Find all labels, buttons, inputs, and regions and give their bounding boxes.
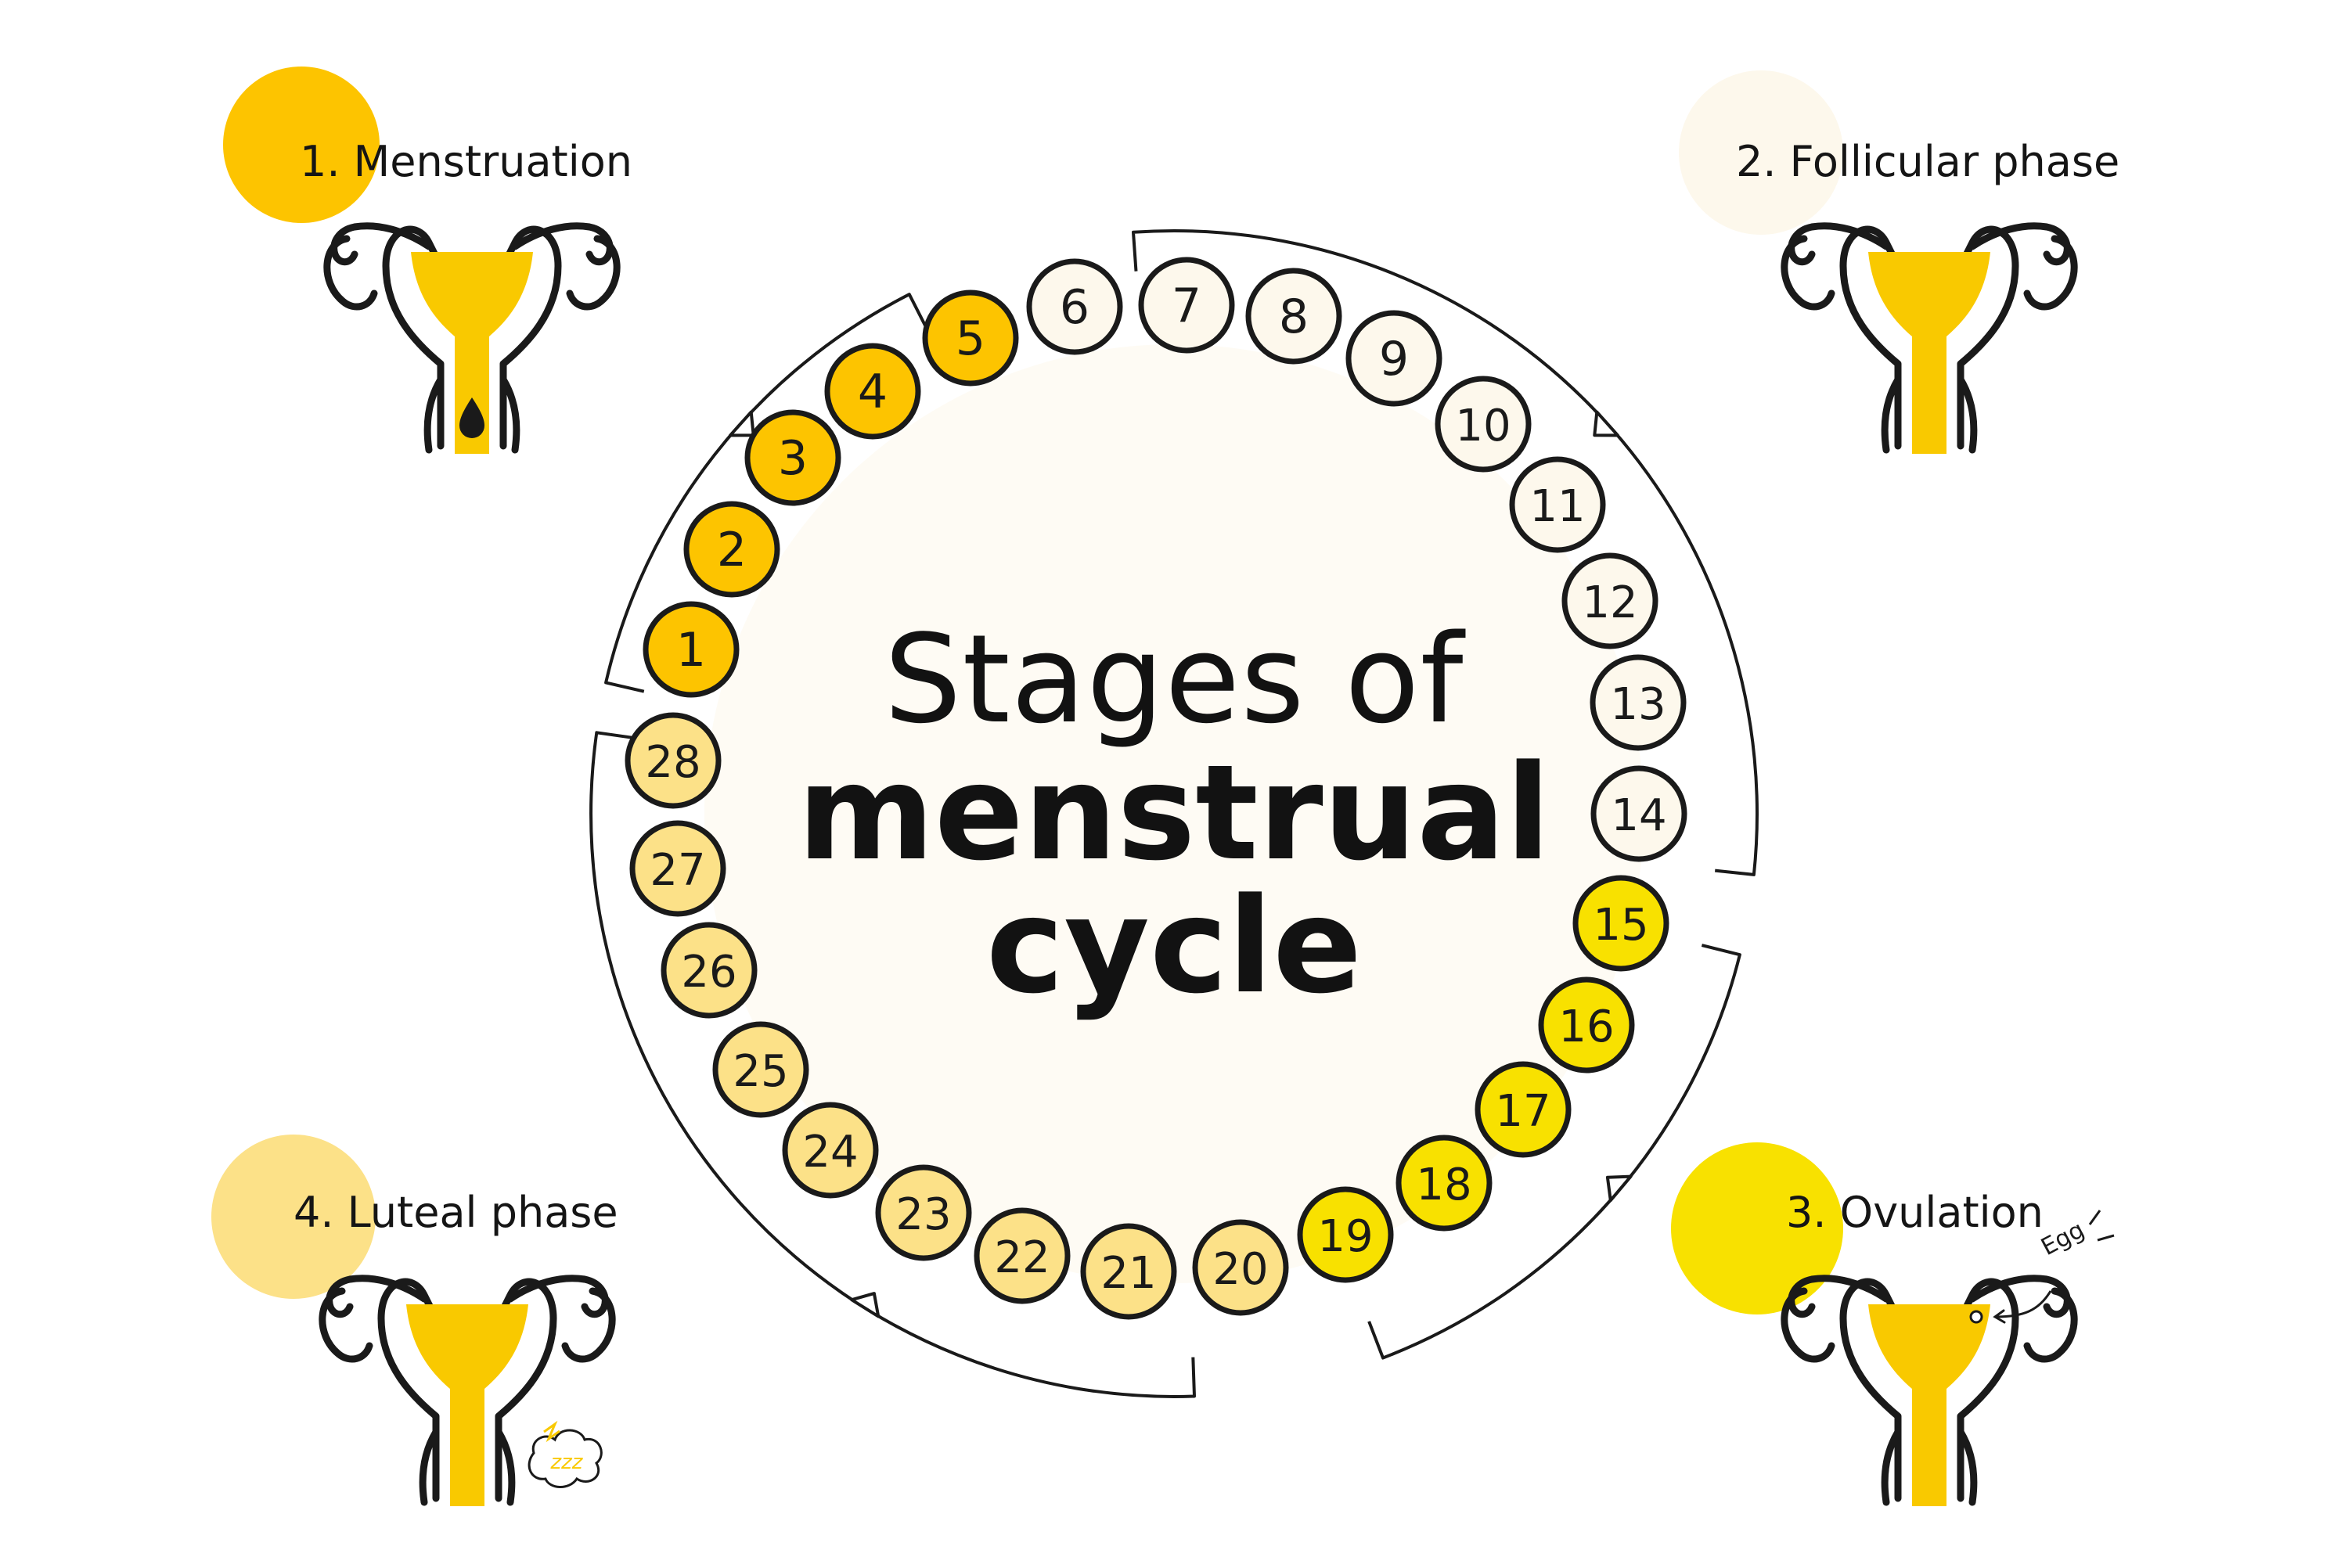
- uterus-blood-drop-icon: [323, 222, 621, 454]
- day-20-circle: [1192, 1219, 1289, 1316]
- day-1-circle: [643, 601, 740, 698]
- day-9-circle: [1345, 310, 1442, 407]
- day-17-circle: [1475, 1061, 1572, 1158]
- day-11-circle: [1509, 456, 1606, 553]
- day-27-label: 27: [650, 845, 705, 896]
- day-15-circle: [1572, 875, 1669, 972]
- bracket-notch-3: [1605, 1174, 1633, 1203]
- day-2-circle: [683, 501, 780, 598]
- phase-bracket-follicular: [1132, 229, 1759, 876]
- day-16-label: 16: [1558, 1002, 1614, 1052]
- day-28-label: 28: [645, 737, 700, 788]
- day-10-circle: [1435, 376, 1532, 473]
- day-10-label: 10: [1455, 401, 1511, 451]
- bracket-notch-4: [850, 1292, 880, 1318]
- day-3-circle: [744, 409, 841, 506]
- phase-label-follicular: 2. Follicular phase: [1736, 137, 2120, 186]
- phase-bracket-luteal: [589, 731, 1196, 1398]
- phase-label-ovulation: 3. Ovulation: [1786, 1188, 2044, 1237]
- day-22-label: 22: [994, 1232, 1050, 1283]
- uterus-sleep-icon: zzz: [319, 1275, 616, 1506]
- day-9-label: 9: [1379, 332, 1409, 387]
- day-2-label: 2: [717, 523, 747, 577]
- egg-icon: [1969, 1310, 1983, 1324]
- day-23-label: 23: [895, 1189, 951, 1240]
- day-19-circle: [1297, 1186, 1394, 1283]
- day-6-circle: [1026, 258, 1123, 355]
- day-5-circle: [922, 290, 1019, 387]
- day-3-label: 3: [778, 431, 808, 486]
- day-7-label: 7: [1172, 279, 1201, 333]
- day-8-circle: [1245, 268, 1342, 365]
- phase-bg-luteal: [211, 1135, 376, 1299]
- day-21-circle: [1080, 1223, 1177, 1320]
- day-28-circle: [625, 712, 722, 809]
- day-13-circle: [1590, 654, 1687, 751]
- day-11-label: 11: [1529, 481, 1585, 532]
- day-25-label: 25: [733, 1046, 788, 1097]
- day-22-circle: [974, 1207, 1071, 1304]
- uterus-egg-icon: Egg: [1781, 1210, 2115, 1506]
- blood-drop-icon: [459, 397, 484, 438]
- sleep-cloud-icon: [528, 1429, 603, 1488]
- day-19-label: 19: [1317, 1211, 1373, 1262]
- day-17-label: 17: [1495, 1086, 1550, 1137]
- phase-label-menstruation: 1. Menstruation: [300, 137, 632, 186]
- day-7-circle: [1138, 257, 1235, 354]
- day-13-label: 13: [1610, 679, 1666, 730]
- day-16-circle: [1538, 976, 1635, 1074]
- title-line-1: Stages of: [884, 608, 1464, 750]
- phase-label-luteal: 4. Luteal phase: [294, 1188, 618, 1237]
- phase-bg-ovulation: [1671, 1142, 1843, 1314]
- day-12-circle: [1561, 552, 1658, 649]
- day-18-label: 18: [1416, 1160, 1471, 1210]
- egg-annotation: Egg: [2036, 1216, 2089, 1261]
- day-24-circle: [782, 1102, 879, 1199]
- phase-bg-follicular: [1679, 70, 1843, 235]
- phase-bracket-menstruation: [604, 293, 929, 693]
- day-21-label: 21: [1100, 1248, 1156, 1299]
- day-12-label: 12: [1582, 577, 1637, 628]
- day-15-label: 15: [1593, 900, 1648, 951]
- day-27-circle: [629, 820, 726, 917]
- day-25-circle: [712, 1021, 809, 1118]
- day-24-label: 24: [802, 1127, 858, 1178]
- zzz-annotation: zzz: [550, 1451, 584, 1474]
- phase-bg-menstruation: [223, 67, 380, 223]
- title-line-3: cycle: [985, 869, 1363, 1023]
- day-18-circle: [1395, 1135, 1493, 1232]
- day-8-label: 8: [1279, 290, 1309, 344]
- day-4-circle: [824, 343, 921, 440]
- day-5-label: 5: [956, 311, 985, 366]
- center-disc: [704, 344, 1644, 1283]
- day-6-label: 6: [1060, 280, 1089, 335]
- bracket-notch-2: [1593, 410, 1619, 437]
- day-26-circle: [661, 922, 758, 1019]
- day-23-circle: [875, 1164, 972, 1261]
- title-line-2: menstrual: [797, 736, 1551, 890]
- day-20-label: 20: [1212, 1244, 1268, 1295]
- egg-arrow-icon: [1995, 1290, 2052, 1318]
- day-14-label: 14: [1611, 790, 1666, 841]
- bracket-notch-1: [729, 410, 755, 437]
- day-1-label: 1: [676, 623, 706, 678]
- day-14-circle: [1590, 765, 1687, 862]
- day-4-label: 4: [858, 365, 888, 419]
- uterus-icon: [1781, 222, 2078, 454]
- day-26-label: 26: [681, 947, 736, 998]
